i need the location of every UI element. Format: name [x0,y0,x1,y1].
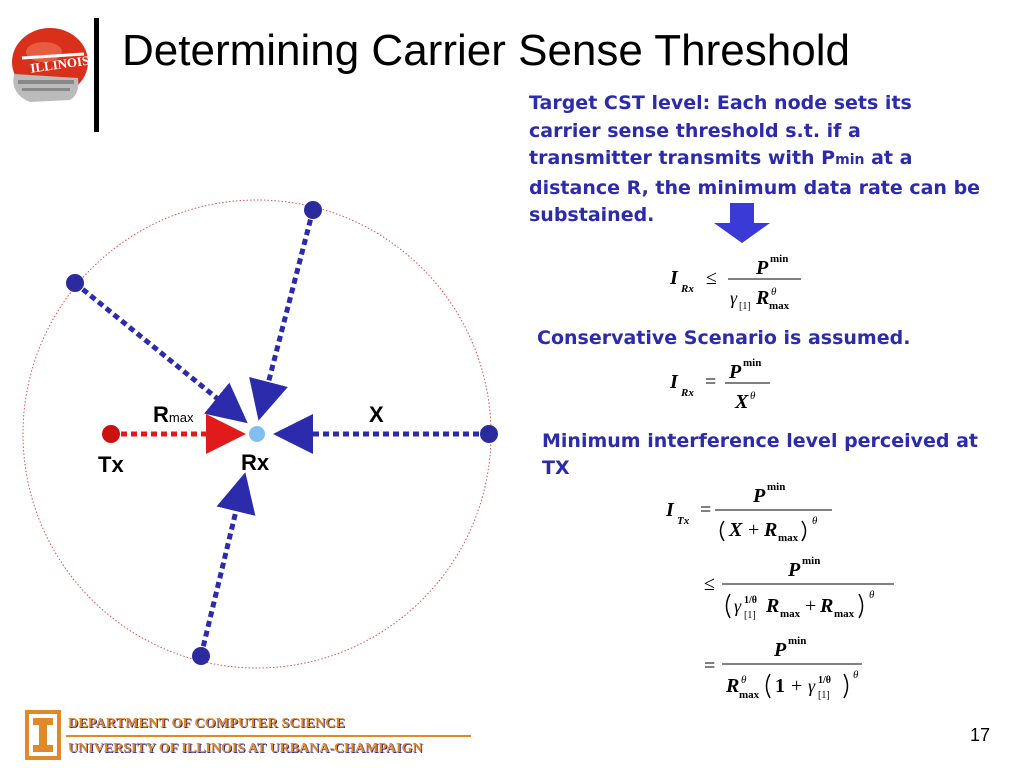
footer-department: DEPARTMENT OF COMPUTER SCIENCE [68,716,346,731]
svg-text:X: X [734,391,749,413]
svg-text:R: R [763,519,777,541]
equation-irx-conservative: I Rx = P min X θ [669,357,770,413]
svg-text:max: max [778,532,799,544]
interference-arrow-bottom [198,472,256,657]
rx-label: Rx [241,450,270,475]
footer-divider [66,735,471,737]
svg-text:min: min [770,253,788,265]
interferer-node-upper-left [66,274,84,292]
network-diagram [22,199,498,669]
x-distance-label: X [369,402,384,427]
svg-text:+: + [805,595,816,617]
svg-text:θ: θ [741,674,747,686]
svg-text:Rx: Rx [680,283,694,295]
svg-text:+: + [748,519,759,541]
svg-text:θ: θ [750,390,756,402]
svg-text:max: max [834,608,855,620]
svg-text:R: R [725,675,739,697]
interferer-node-bottom [192,647,210,665]
interference-arrow-upper-left [73,281,248,424]
rmax-label: Rmax [153,402,194,427]
title-divider [94,18,99,132]
tx-node [102,425,120,443]
svg-text:[1]: [1] [744,610,756,621]
svg-text:min: min [788,635,806,647]
svg-text:Tx: Tx [677,515,690,527]
svg-text:+: + [791,675,802,697]
svg-text:min: min [767,481,785,493]
interferer-node-top [304,201,322,219]
tx-label: Tx [98,452,124,477]
equation-cst-inequality: I Rx ≤ P min γ [1] R θ max [669,253,801,312]
svg-text:max: max [739,689,760,701]
svg-text:R: R [755,287,769,309]
equation-itx-derivation: I Tx = P min X + R max θ ≤ P min γ 1/θ [… [665,481,894,701]
svg-text:γ: γ [808,676,816,696]
target-cst-description: Target CST level: Each node sets its car… [529,92,981,226]
minimum-interference-text: Minimum interference level perceived at … [542,430,978,479]
svg-text:R: R [819,595,833,617]
interferer-node-right [480,425,498,443]
block-i-logo [25,710,61,760]
svg-text:θ: θ [853,669,859,681]
svg-text:min: min [743,357,761,369]
svg-text:1/θ: 1/θ [744,595,757,606]
svg-text:θ: θ [812,515,818,527]
footer-university: UNIVERSITY OF ILLINOIS AT URBANA-CHAMPAI… [68,741,423,756]
svg-text:=: = [705,371,716,393]
svg-text:≤: ≤ [704,573,715,595]
illini-helmet-logo: ILLINOIS [12,28,90,102]
svg-text:P: P [787,559,801,581]
svg-text:max: max [769,300,790,312]
svg-text:θ: θ [771,286,777,298]
svg-text:P: P [752,485,766,507]
svg-text:max: max [780,608,801,620]
svg-text:I: I [669,371,679,393]
svg-text:I: I [669,267,679,289]
svg-text:[1]: [1] [739,301,751,312]
rx-node [249,426,265,442]
svg-text:P: P [728,361,742,383]
svg-text:X: X [728,519,743,541]
svg-text:=: = [704,655,715,677]
svg-text:1/θ: 1/θ [818,675,831,686]
page-title: Determining Carrier Sense Threshold [122,26,850,75]
svg-text:1: 1 [775,675,785,697]
svg-text:P: P [773,639,787,661]
svg-text:≤: ≤ [706,267,717,289]
svg-text:[1]: [1] [818,690,830,701]
conservative-scenario-text: Conservative Scenario is assumed. [537,327,911,349]
svg-text:I: I [665,499,675,521]
down-arrow-icon [714,203,770,243]
svg-text:=: = [700,499,711,521]
svg-text:R: R [765,595,779,617]
svg-text:min: min [802,555,820,567]
svg-text:P: P [755,257,769,279]
svg-text:γ: γ [734,596,742,616]
svg-text:Rx: Rx [680,387,694,399]
svg-text:θ: θ [869,589,875,601]
svg-text:γ: γ [730,288,738,308]
interference-arrow-top [249,209,316,421]
page-number: 17 [970,725,991,745]
